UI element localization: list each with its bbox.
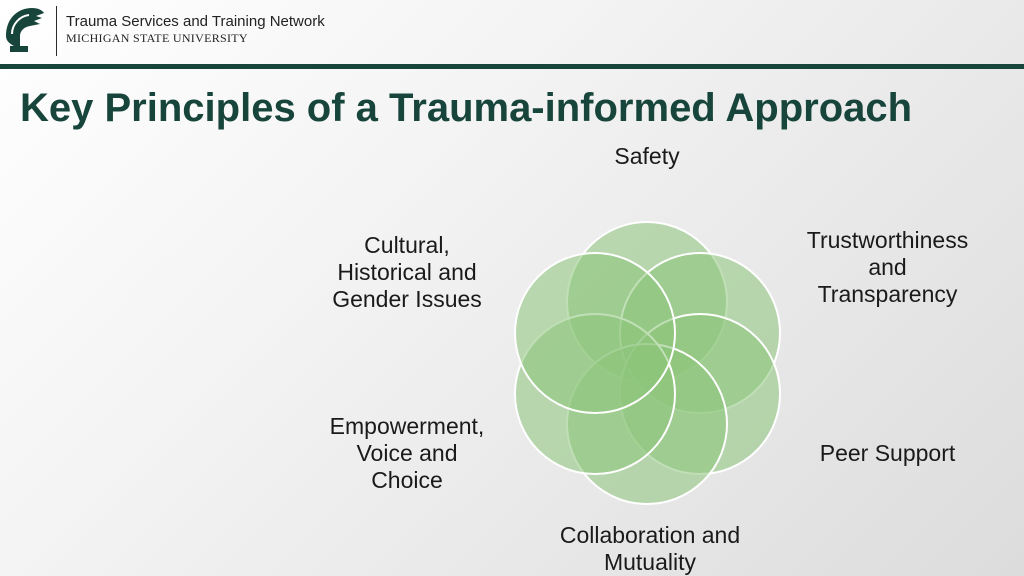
header-rule [0,64,1024,69]
spartan-helmet-icon [6,8,44,52]
venn-circle-cultural [514,252,676,414]
header-divider [56,6,57,56]
label-safety: Safety [614,143,680,169]
label-collaboration: Collaboration and Mutuality [559,522,741,575]
slide-title: Key Principles of a Trauma-informed Appr… [20,86,913,130]
label-cultural: Cultural, Historical and Gender Issues [332,232,482,312]
header: Trauma Services and Training Network MIC… [0,0,1024,66]
university-name: MICHIGAN STATE UNIVERSITY [66,31,248,45]
label-trustworthiness: Trustworthiness and Transparency [806,227,969,307]
org-name: Trauma Services and Training Network [66,13,325,30]
label-empowerment: Empowerment, Voice and Choice [329,413,485,493]
label-peer-support: Peer Support [819,440,956,466]
